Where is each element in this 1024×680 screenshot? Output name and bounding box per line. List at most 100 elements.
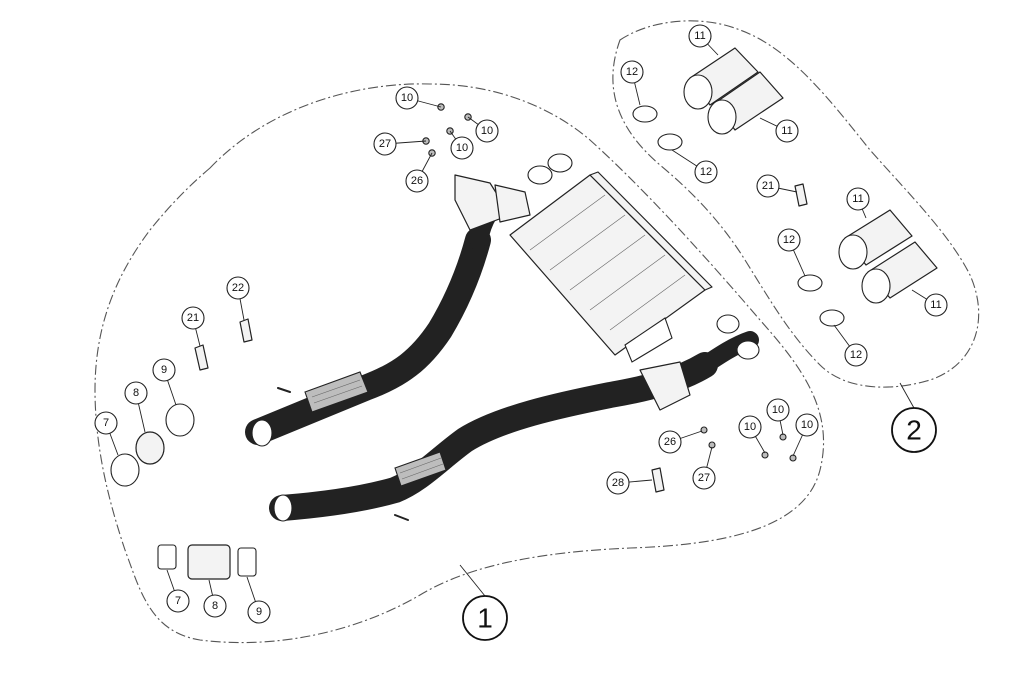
muffler-logo-plate [624,317,673,363]
group-leader-g2 [899,382,915,409]
callout-number: 12 [783,234,795,246]
lower-hanger-bracket [639,361,691,411]
clamp-sleeve-set-lower [157,544,257,580]
group-label-number: 1 [477,603,493,634]
tail-tips-set-upper [683,47,784,135]
right-flex-section [394,451,447,487]
wedge-21-left [194,344,209,371]
callout-10-c-10d: 10 [738,415,762,439]
callout-number: 10 [772,404,784,416]
leader-lines [105,35,937,613]
callout-number: 11 [694,30,705,42]
callout-12-c-12d: 12 [844,343,868,367]
callout-8-c-8b: 8 [203,594,227,618]
hanger-pins [277,387,409,521]
callout-27-c-27b: 27 [692,466,716,490]
upper-clamp [494,184,531,223]
callout-number: 10 [401,92,413,104]
callout-circle [795,413,819,437]
callout-7-c-7a: 7 [94,411,118,435]
callout-number: 7 [103,417,109,429]
callout-10-c-10c: 10 [450,136,474,160]
callout-number: 10 [456,142,468,154]
callout-circle [924,293,948,317]
callout-circle [475,119,499,143]
callout-21-c-21a: 21 [181,306,205,330]
group-label-circle [462,595,508,641]
callout-circle [756,174,780,198]
callout-26-c-26b: 26 [658,430,682,454]
muffler-outlet-top-1 [547,153,573,173]
callout-number: 10 [744,421,756,433]
callout-10-c-10f: 10 [795,413,819,437]
callout-8-c-8a: 8 [124,381,148,405]
callout-number: 21 [762,180,774,192]
group-leader-g1 [459,564,486,597]
left-flex-section [304,371,369,413]
callout-number: 22 [232,282,244,294]
callout-number: 7 [175,595,181,607]
callout-26-c-26a: 26 [405,169,429,193]
callout-circle [692,466,716,490]
callout-number: 9 [161,364,167,376]
left-pipe-end [251,419,273,447]
callout-number: 28 [612,477,624,489]
callout-circle [405,169,429,193]
callout-number: 27 [698,472,710,484]
group-label-2: 2 [891,407,937,453]
muffler-outlet-bottom-1 [716,314,740,334]
callout-circle [152,358,176,382]
rear-muffler [509,171,713,363]
callout-number: 8 [133,387,139,399]
callout-number: 26 [664,436,676,448]
callout-number: 12 [626,66,638,78]
callout-circle [94,411,118,435]
callout-number: 10 [801,419,813,431]
group-label-number: 2 [906,415,922,446]
right-pipe-inner [270,353,717,520]
callout-11-c-11d: 11 [924,293,948,317]
callout-number: 12 [850,349,862,361]
callout-circle [226,276,250,300]
callout-circle [844,343,868,367]
callout-9-c-9a: 9 [152,358,176,382]
exhaust-assembly [245,153,760,522]
group-1-boundary [94,83,825,644]
right-pipe-end [273,494,293,522]
callout-circle [395,86,419,110]
callout-number: 21 [187,312,199,324]
callout-circle [124,381,148,405]
callout-9-c-9b: 9 [247,600,271,624]
callout-12-c-12b: 12 [694,160,718,184]
clamp-sleeve-set-upper [110,403,195,487]
muffler-outlet-bottom-2 [736,340,760,360]
wedge-21-right [794,183,808,207]
callout-number: 26 [411,175,423,187]
callout-12-c-12c: 12 [777,228,801,252]
callout-circle [694,160,718,184]
callout-10-c-10e: 10 [766,398,790,422]
callout-circle [777,228,801,252]
callout-22-c-22: 22 [226,276,250,300]
callout-11-c-11c: 11 [846,187,870,211]
wedge-28 [651,467,665,493]
callout-11-c-11b: 11 [775,119,799,143]
callout-circle [166,589,190,613]
callout-circle [775,119,799,143]
callout-circle [738,415,762,439]
callout-21-c-21b: 21 [756,174,780,198]
callout-11-c-11a: 11 [688,24,712,48]
callout-circle [658,430,682,454]
callout-number: 11 [930,299,941,311]
callout-circle [688,24,712,48]
callout-number: 11 [781,125,792,137]
group-label-circle [891,407,937,453]
callout-circle [620,60,644,84]
callout-circle [373,132,397,156]
callout-10-c-10b: 10 [475,119,499,143]
callout-number: 11 [852,193,863,205]
group-label-1: 1 [462,595,508,641]
callout-number: 9 [256,606,262,618]
